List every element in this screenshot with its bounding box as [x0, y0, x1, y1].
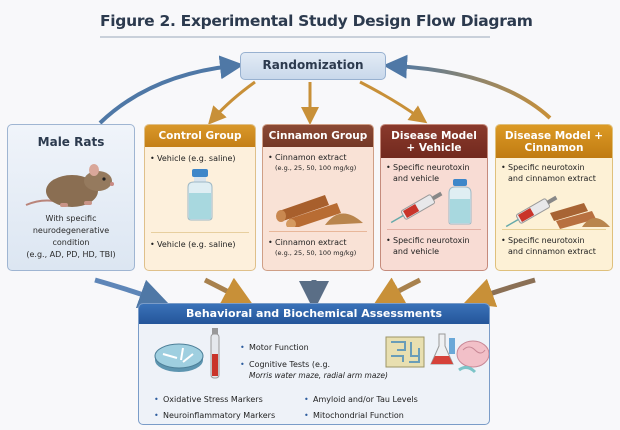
- divider: [387, 229, 481, 230]
- group-disease-vehicle: Disease Model+ Vehicle Specific neurotox…: [380, 124, 488, 271]
- vial-icon: [448, 179, 472, 225]
- arrow-dmc-to-randomization: [383, 54, 552, 120]
- group-title: Cinnamon Group: [263, 125, 373, 147]
- subjects-description: With specific neurodegenerative conditio…: [8, 213, 134, 261]
- item-detail: Morris water maze, radial arm maze): [249, 371, 388, 380]
- arrow-dmc-to-assess: [463, 277, 536, 307]
- group-item-top: Specific neurotoxin and vehicle: [381, 162, 487, 184]
- item-text: Cinnamon extract: [275, 238, 347, 247]
- item-neuroinflammatory: Neuroinflammatory Markers: [153, 410, 275, 421]
- vial-icon: [187, 169, 213, 221]
- item-line: and cinnamon extract: [508, 247, 596, 256]
- group-title: Disease Model+ Vehicle: [381, 125, 487, 158]
- item-cognitive-tests: Cognitive Tests (e.g. Morris water maze, …: [239, 359, 388, 381]
- group-title: Control Group: [145, 125, 255, 147]
- group-item-top: Specific neurotoxin and cinnamon extract: [496, 162, 612, 184]
- group-item-top: Cinnamon extract (e.g., 25, 50, 100 mg/kg…: [263, 152, 373, 174]
- item-line: Specific neurotoxin: [508, 163, 585, 172]
- desc-line: condition: [52, 238, 90, 247]
- arrow-control-to-assess: [203, 277, 254, 306]
- group-item-top: Vehicle (e.g. saline): [145, 153, 255, 164]
- cinnamon-sticks-icon: [276, 195, 363, 227]
- flask-icon: [430, 333, 455, 365]
- assessments-title: Behavioral and Biochemical Assessments: [139, 304, 489, 324]
- divider: [269, 231, 367, 232]
- divider: [502, 229, 606, 230]
- subjects-title: Male Rats: [37, 135, 105, 149]
- title-line: Disease Model: [391, 129, 477, 142]
- test-tube-icon: [210, 328, 220, 379]
- item-line: Specific neurotoxin: [393, 236, 470, 245]
- assessments-box: Behavioral and Biochemical Assessments M…: [138, 303, 490, 425]
- item-text: Cinnamon extract: [275, 153, 347, 162]
- maze-icon: [385, 336, 425, 368]
- cinnamon-sticks-icon: [550, 203, 610, 229]
- title-line: Cinnamon: [524, 141, 584, 154]
- water-maze-icon: [154, 343, 204, 372]
- figure-title: Figure 2. Experimental Study Design Flow…: [100, 12, 533, 30]
- item-mitochondrial: Mitochondrial Function: [303, 410, 404, 421]
- title-line: Disease Model +: [504, 129, 604, 142]
- arrow-rand-to-control: [208, 80, 256, 125]
- item-line: and vehicle: [393, 247, 440, 256]
- item-amyloid-tau: Amyloid and/or Tau Levels: [303, 394, 418, 405]
- item-subtext: (e.g., 25, 50, 100 mg/kg): [275, 164, 357, 172]
- arrow-rats-to-assess: [94, 277, 170, 309]
- group-item-bottom: Specific neurotoxin and cinnamon extract: [496, 235, 596, 257]
- item-line: Specific neurotoxin: [393, 163, 470, 172]
- syringe-icon: [390, 191, 443, 224]
- arrow-dmv-to-assess: [372, 277, 422, 306]
- group-cinnamon: Cinnamon Group Cinnamon extract (e.g., 25…: [262, 124, 374, 271]
- item-subtext: (e.g., 25, 50, 100 mg/kg): [275, 249, 357, 257]
- group-control: Control Group Vehicle (e.g. saline) Vehi…: [144, 124, 256, 271]
- syringe-icon: [505, 195, 558, 228]
- subjects-box: Male Rats With specific neurodegenerativ…: [7, 124, 135, 271]
- brain-icon: [456, 340, 489, 374]
- group-disease-cinnamon: Disease Model +Cinnamon Specific neuroto…: [495, 124, 613, 271]
- item-motor-function: Motor Function: [239, 342, 309, 353]
- item-text: Cognitive Tests (e.g.: [249, 360, 331, 369]
- rat-icon: [25, 164, 114, 207]
- group-item-bottom: Vehicle (e.g. saline): [145, 239, 236, 250]
- desc-line: neurodegenerative: [32, 226, 110, 235]
- randomization-box: Randomization: [240, 52, 386, 80]
- divider: [151, 232, 249, 233]
- group-title: Disease Model +Cinnamon: [496, 125, 612, 158]
- group-item-bottom: Cinnamon extract (e.g., 25, 50, 100 mg/kg…: [263, 237, 356, 259]
- desc-line: With specific: [45, 214, 97, 223]
- title-line: + Vehicle: [406, 141, 462, 154]
- item-line: Specific neurotoxin: [508, 236, 585, 245]
- item-oxidative-stress: Oxidative Stress Markers: [153, 394, 263, 405]
- title-underline: [100, 36, 490, 38]
- arrow-rats-to-randomization: [98, 55, 244, 125]
- group-item-bottom: Specific neurotoxin and vehicle: [381, 235, 470, 257]
- item-line: and vehicle: [393, 174, 440, 183]
- desc-line: (e.g., AD, PD, HD, TBI): [26, 250, 116, 259]
- item-line: and cinnamon extract: [508, 174, 596, 183]
- arrow-rand-to-dmv: [359, 80, 428, 124]
